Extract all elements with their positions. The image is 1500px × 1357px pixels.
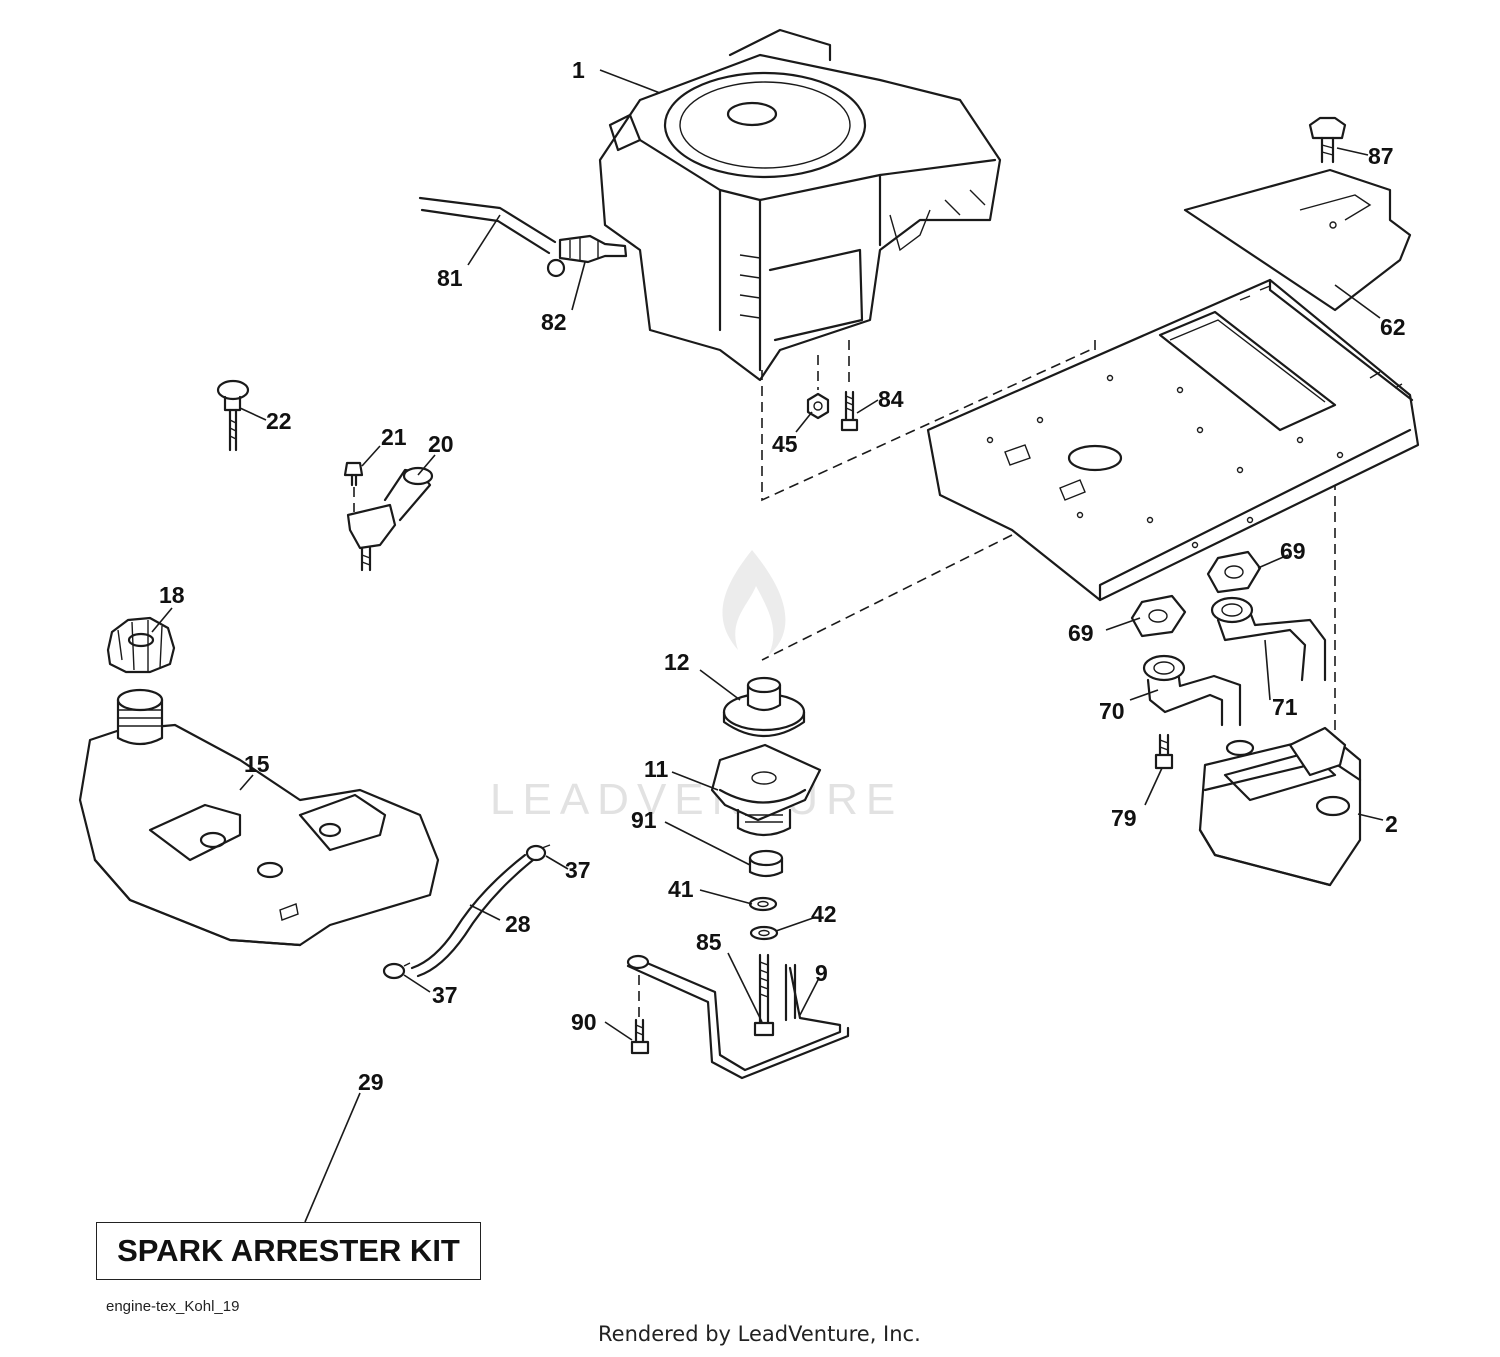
fuel-cap-part bbox=[106, 616, 176, 674]
fuel-fitting-part bbox=[546, 234, 628, 278]
clutch-bracket-part bbox=[626, 954, 850, 1080]
callout-71: 71 bbox=[1272, 694, 1298, 720]
muffler-part bbox=[1198, 726, 1362, 887]
exhaust-pipe-left-part bbox=[1142, 654, 1242, 727]
fuel-tank-part bbox=[78, 688, 440, 947]
heat-shield-part bbox=[1183, 168, 1412, 312]
callout-2: 2 bbox=[1385, 811, 1398, 837]
exhaust-gasket-left-part bbox=[1130, 594, 1187, 638]
engine-part bbox=[598, 28, 1002, 382]
callout-42: 42 bbox=[811, 901, 837, 927]
callout-70: 70 bbox=[1099, 698, 1125, 724]
heat-shield-bolt-part bbox=[1308, 116, 1347, 164]
bracket-bolt-part bbox=[630, 1018, 650, 1055]
leader-lines bbox=[151, 69, 1384, 1223]
clutch-bolt-part bbox=[753, 953, 775, 1037]
engine-nut-part bbox=[806, 392, 830, 420]
callout-37-lower: 37 bbox=[432, 982, 458, 1008]
fuel-line-part bbox=[410, 853, 535, 978]
callout-90: 90 bbox=[571, 1009, 597, 1035]
washer-42-part bbox=[749, 925, 779, 941]
callout-29: 29 bbox=[358, 1069, 384, 1095]
throttle-bracket-part bbox=[346, 466, 434, 572]
callout-45: 45 bbox=[772, 431, 798, 457]
callout-11: 11 bbox=[644, 756, 669, 782]
callout-numbers: 1 81 82 84 45 87 62 22 21 20 69 69 18 12… bbox=[159, 57, 1406, 1095]
callout-20: 20 bbox=[428, 431, 454, 457]
callout-18: 18 bbox=[159, 582, 185, 608]
callout-85: 85 bbox=[696, 929, 722, 955]
watermark: LEADVENTURE bbox=[490, 550, 903, 824]
callout-12: 12 bbox=[664, 649, 690, 675]
knob-22-part bbox=[216, 379, 250, 452]
chassis-plate-part bbox=[926, 278, 1420, 602]
callout-62: 62 bbox=[1380, 314, 1406, 340]
callout-87: 87 bbox=[1368, 143, 1394, 169]
hose-clamp-lower-part bbox=[382, 962, 411, 980]
callout-69-right: 69 bbox=[1280, 538, 1306, 564]
callout-21: 21 bbox=[381, 424, 407, 450]
callout-91: 91 bbox=[631, 807, 657, 833]
callout-9: 9 bbox=[815, 960, 828, 986]
callout-79: 79 bbox=[1111, 805, 1137, 831]
pto-clutch-part bbox=[710, 743, 822, 837]
render-credit: Rendered by LeadVenture, Inc. bbox=[598, 1322, 921, 1346]
callout-28: 28 bbox=[505, 911, 531, 937]
callout-81: 81 bbox=[437, 265, 463, 291]
screw-21-part bbox=[343, 461, 364, 487]
callout-84: 84 bbox=[878, 386, 904, 412]
hose-clamp-upper-part bbox=[525, 844, 551, 862]
callout-22: 22 bbox=[266, 408, 292, 434]
callout-1: 1 bbox=[572, 57, 585, 83]
exhaust-gasket-right-part bbox=[1206, 550, 1262, 594]
pulley-part bbox=[722, 676, 806, 738]
watermark-text: LEADVENTURE bbox=[490, 775, 903, 824]
callout-69-left: 69 bbox=[1068, 620, 1094, 646]
spark-arrester-kit-label: SPARK ARRESTER KIT bbox=[96, 1222, 481, 1280]
callout-15: 15 bbox=[244, 751, 270, 777]
callout-82: 82 bbox=[541, 309, 567, 335]
exhaust-pipe-right-part bbox=[1210, 596, 1327, 682]
washer-41-part bbox=[748, 896, 778, 912]
engine-bolt-part bbox=[840, 390, 859, 432]
muffler-bolt-part bbox=[1154, 733, 1174, 770]
drawing-code: engine-tex_Kohl_19 bbox=[106, 1298, 240, 1315]
fuel-hose-part bbox=[418, 196, 557, 255]
spacer-part bbox=[748, 849, 784, 878]
callout-37-upper: 37 bbox=[565, 857, 591, 883]
callout-41: 41 bbox=[668, 876, 694, 902]
